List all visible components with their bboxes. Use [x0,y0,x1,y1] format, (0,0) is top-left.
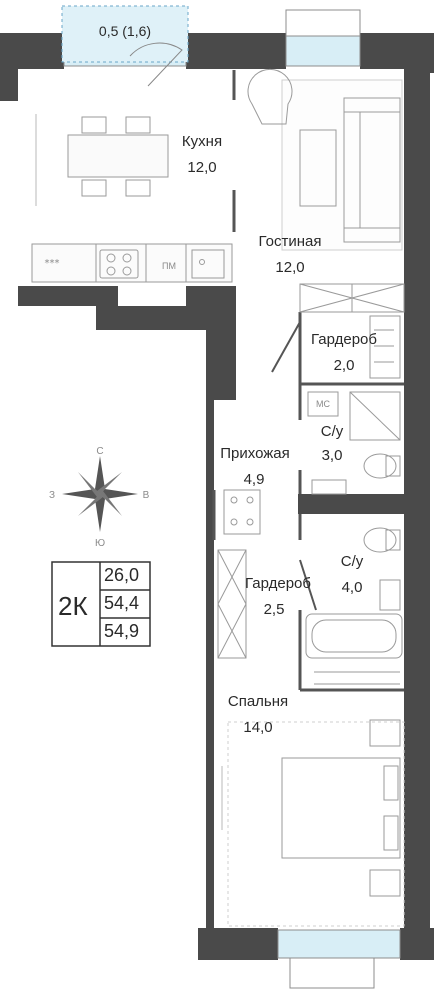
compass-east: В [142,490,150,501]
room-name-kitchen: Кухня [181,133,223,150]
room-name-living: Гостиная [258,233,322,250]
balcony-area-label: 0,5 (1,6) [98,23,152,39]
compass-rose [62,456,138,532]
balcony-door-swing [129,42,183,87]
room-area-bathroom-1: 3,0 [321,447,343,464]
room-name-wardrobe-2: Гардероб [245,575,311,592]
bathroom-1 [307,391,401,495]
total-area-value: 54,4 [104,593,140,613]
dishwasher-label: ПМ [162,261,176,271]
bathroom-2 [305,527,403,685]
hallway-furniture [217,489,317,659]
room-area-hallway: 4,9 [243,471,265,488]
kitchen-furniture [31,114,233,283]
room-area-wardrobe-1: 2,0 [333,357,355,374]
room-name-bedroom: Спальня [227,693,289,710]
room-area-wardrobe-2: 2,5 [263,601,285,618]
compass-north: С [96,446,104,457]
compass-south: Ю [94,538,106,549]
total-with-balcony-value: 54,9 [104,621,140,641]
room-area-bedroom: 14,0 [243,719,273,736]
room-area-kitchen: 12,0 [187,159,217,176]
living-area-value: 26,0 [104,565,140,585]
room-name-wardrobe-1: Гардероб [311,331,377,348]
room-area-living: 12,0 [275,259,305,276]
room-name-bathroom-1: С/у [320,423,344,440]
area-table [51,561,151,647]
compass-west: З [48,490,56,501]
washing-machine-label: МС [316,399,330,409]
bedroom-furniture [221,719,405,927]
wardrobe-1 [271,315,401,379]
room-name-hallway: Прихожая [220,445,290,462]
room-name-bathroom-2: С/у [340,553,364,570]
balcony [61,5,189,63]
apartment-type: 2К [58,591,88,621]
stove-marks: *** [45,258,60,269]
walls [0,33,434,960]
living-furniture [247,68,405,313]
room-area-bathroom-2: 4,0 [341,579,363,596]
partitions [212,70,404,692]
